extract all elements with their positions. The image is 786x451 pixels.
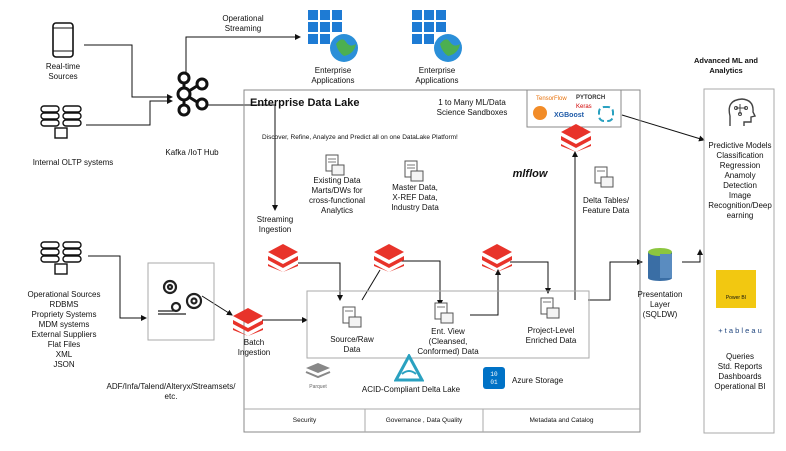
svg-text:01: 01 [490, 379, 498, 386]
databricks-layers-icon [374, 244, 404, 277]
power-bi-icon [716, 270, 756, 308]
document-icon [540, 297, 560, 324]
tensorflow-logo: TensorFlow [536, 96, 567, 102]
ml-logo-icon [533, 106, 547, 120]
governance-label: Governance , Data Quality [385, 417, 463, 424]
marts-label: Existing Data Marts/DWs for cross-functi… [308, 176, 366, 215]
lake-subtitle: Discover, Refine, Analyze and Predict al… [262, 134, 458, 141]
delta-lake-label: ACID-Compliant Delta Lake [361, 385, 461, 394]
ml-head-icon [724, 96, 757, 135]
database-stack-icon [40, 240, 84, 281]
streaming-ingestion-label: Streaming Ingestion [256, 215, 294, 234]
document-icon [325, 154, 345, 181]
document-icon [594, 166, 614, 193]
lake-title: Enterprise Data Lake [250, 97, 360, 109]
ml-frameworks-logos: TensorFlow PYTORCH Keras XGBoost [530, 92, 620, 126]
databricks-layers-icon [268, 244, 298, 277]
windows-globe-icon [410, 8, 466, 69]
operational-sources-label: Operational Sources RDBMS Propriety Syst… [27, 290, 101, 369]
xgboost-logo: XGBoost [554, 112, 584, 119]
predictive-models-label: Predictive Models Classification Regress… [708, 141, 772, 220]
reports-label: Queries Std. Reports Dashboards Operatio… [714, 352, 766, 391]
databricks-layers-icon [233, 308, 263, 341]
metadata-label: Metadata and Catalog [529, 417, 594, 424]
source-raw-label: Source/Raw Data [330, 335, 374, 354]
mobile-phone-icon [52, 22, 74, 63]
ent-view-label: Ent. View (Cleansed, Conformed) Data [417, 327, 479, 356]
svg-text:10: 10 [490, 371, 498, 378]
parquet-icon [304, 362, 332, 387]
batch-ingestion-label: Batch Ingestion [237, 338, 271, 357]
power-bi-label: Power BI [725, 295, 747, 301]
advanced-ml-title: Advanced ML and Analytics [693, 56, 759, 75]
security-label: Security [292, 417, 317, 424]
windows-globe-icon [306, 8, 362, 69]
delta-lake-icon [393, 352, 425, 389]
tableau-logo: + t a b l e a u [718, 326, 762, 335]
operational-streaming-label: Operational Streaming [222, 14, 264, 33]
realtime-sources-label: Real-time Sources [45, 62, 81, 81]
gear-logo-icon [598, 106, 614, 122]
delta-tables-label: Delta Tables/ Feature Data [582, 196, 630, 215]
mlflow-logo: mlflow [512, 168, 548, 180]
document-icon [342, 306, 362, 333]
enterprise-applications-label-2: Enterprise Applications [415, 66, 459, 85]
pytorch-logo: PYTORCH [576, 95, 606, 101]
databricks-layers-icon [482, 244, 512, 277]
databricks-layers-icon [561, 124, 591, 157]
master-data-label: Master Data, X-REF Data, Industry Data [391, 183, 439, 212]
kafka-hub-icon [170, 70, 210, 123]
keras-logo: Keras [576, 104, 592, 110]
document-icon [434, 302, 454, 329]
presentation-layer-label: Presentation Layer (SQLDW) [637, 290, 683, 319]
azure-storage-label: Azure Storage [512, 376, 564, 385]
parquet-label: Parquet [309, 384, 327, 390]
kafka-label: Kafka /IoT Hub [165, 148, 219, 157]
sandboxes-label: 1 to Many ML/Data Science Sandboxes [436, 98, 508, 117]
oltp-label: Internal OLTP systems [32, 158, 114, 167]
project-level-label: Project-Level Enriched Data [525, 326, 577, 345]
enterprise-applications-label-1: Enterprise Applications [311, 66, 355, 85]
gears-icon [156, 275, 208, 322]
document-icon [404, 160, 424, 187]
sql-dw-cylinder-icon [646, 246, 674, 287]
database-stack-icon [40, 104, 84, 145]
etl-tools-label: ADF/Infa/Talend/Alteryx/Streamsets/ etc. [106, 382, 236, 401]
